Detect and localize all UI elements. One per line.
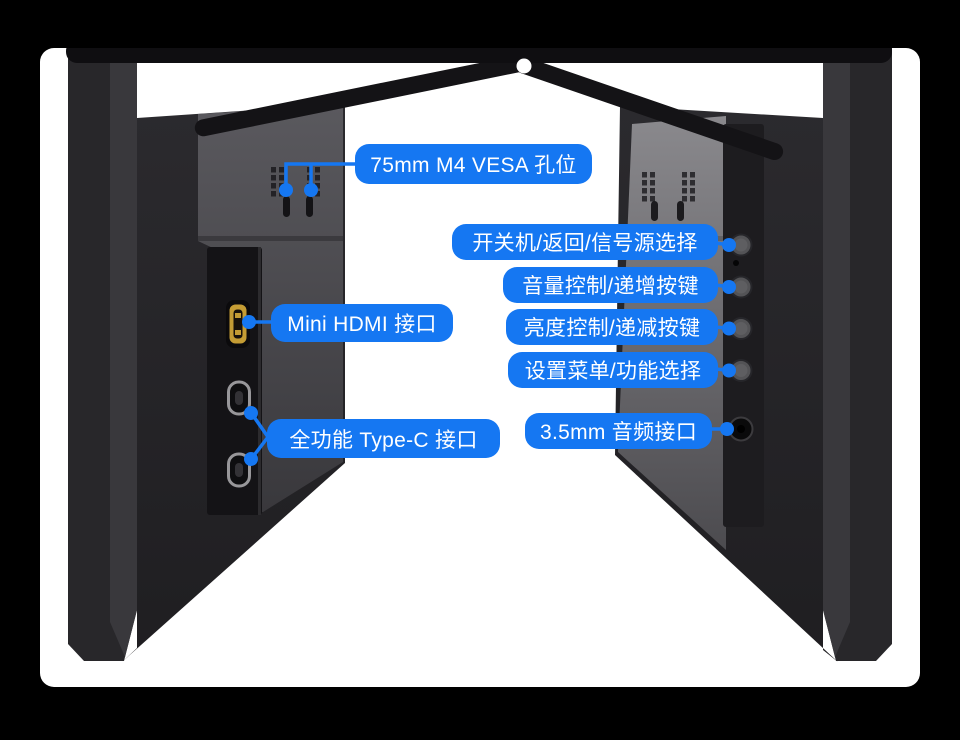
vesa-hole-right-1 — [651, 201, 658, 221]
stand-bar-right — [515, 56, 784, 161]
right-vesa-vents — [642, 172, 695, 202]
vesa-hole-left-1 — [283, 196, 290, 217]
led-indicator — [733, 260, 739, 266]
vesa-hole-left-2 — [306, 196, 313, 217]
callout-menu: 设置菜单/功能选择 — [508, 352, 718, 388]
right-monitor-edge-highlight — [823, 48, 850, 657]
callout-volume: 音量控制/递增按键 — [503, 267, 718, 303]
mini-hdmi-port — [226, 300, 250, 348]
typec-marker-dot-1 — [244, 406, 258, 420]
callout-vesa: 75mm M4 VESA 孔位 — [355, 144, 592, 184]
vesa-connector-line — [284, 162, 358, 187]
brightness-down-button — [729, 317, 753, 340]
callout-brightness: 亮度控制/递减按键 — [506, 309, 718, 345]
typec-marker-dot-2 — [244, 452, 258, 466]
callout-hdmi: Mini HDMI 接口 — [271, 304, 453, 342]
stand-hinge-notch — [516, 58, 532, 74]
callout-audio: 3.5mm 音频接口 — [525, 413, 712, 449]
volume-marker-dot — [722, 280, 736, 294]
brightness-marker-dot — [722, 321, 736, 336]
left-plate-step — [198, 236, 343, 241]
left-port-strip-edge — [258, 247, 261, 515]
top-edge-bar — [66, 48, 892, 63]
type-c-port-2 — [227, 452, 251, 488]
callout-power: 开关机/返回/信号源选择 — [452, 224, 718, 260]
type-c-port-1 — [227, 380, 251, 416]
audio-marker-dot — [720, 422, 734, 436]
stand-bar-left — [194, 53, 534, 137]
volume-up-button — [729, 275, 753, 299]
vesa-hole-right-2 — [677, 201, 684, 221]
vesa-marker-dot-2 — [304, 183, 318, 197]
left-monitor-edge-highlight — [110, 48, 137, 657]
power-marker-dot — [722, 238, 736, 252]
hdmi-marker-dot — [242, 315, 256, 329]
menu-marker-dot — [722, 363, 736, 378]
vesa-marker-dot-1 — [279, 183, 293, 197]
product-photo-card: 75mm M4 VESA 孔位 开关机/返回/信号源选择 音量控制/递增按键 M… — [40, 48, 920, 687]
callout-typec: 全功能 Type-C 接口 — [267, 419, 500, 458]
